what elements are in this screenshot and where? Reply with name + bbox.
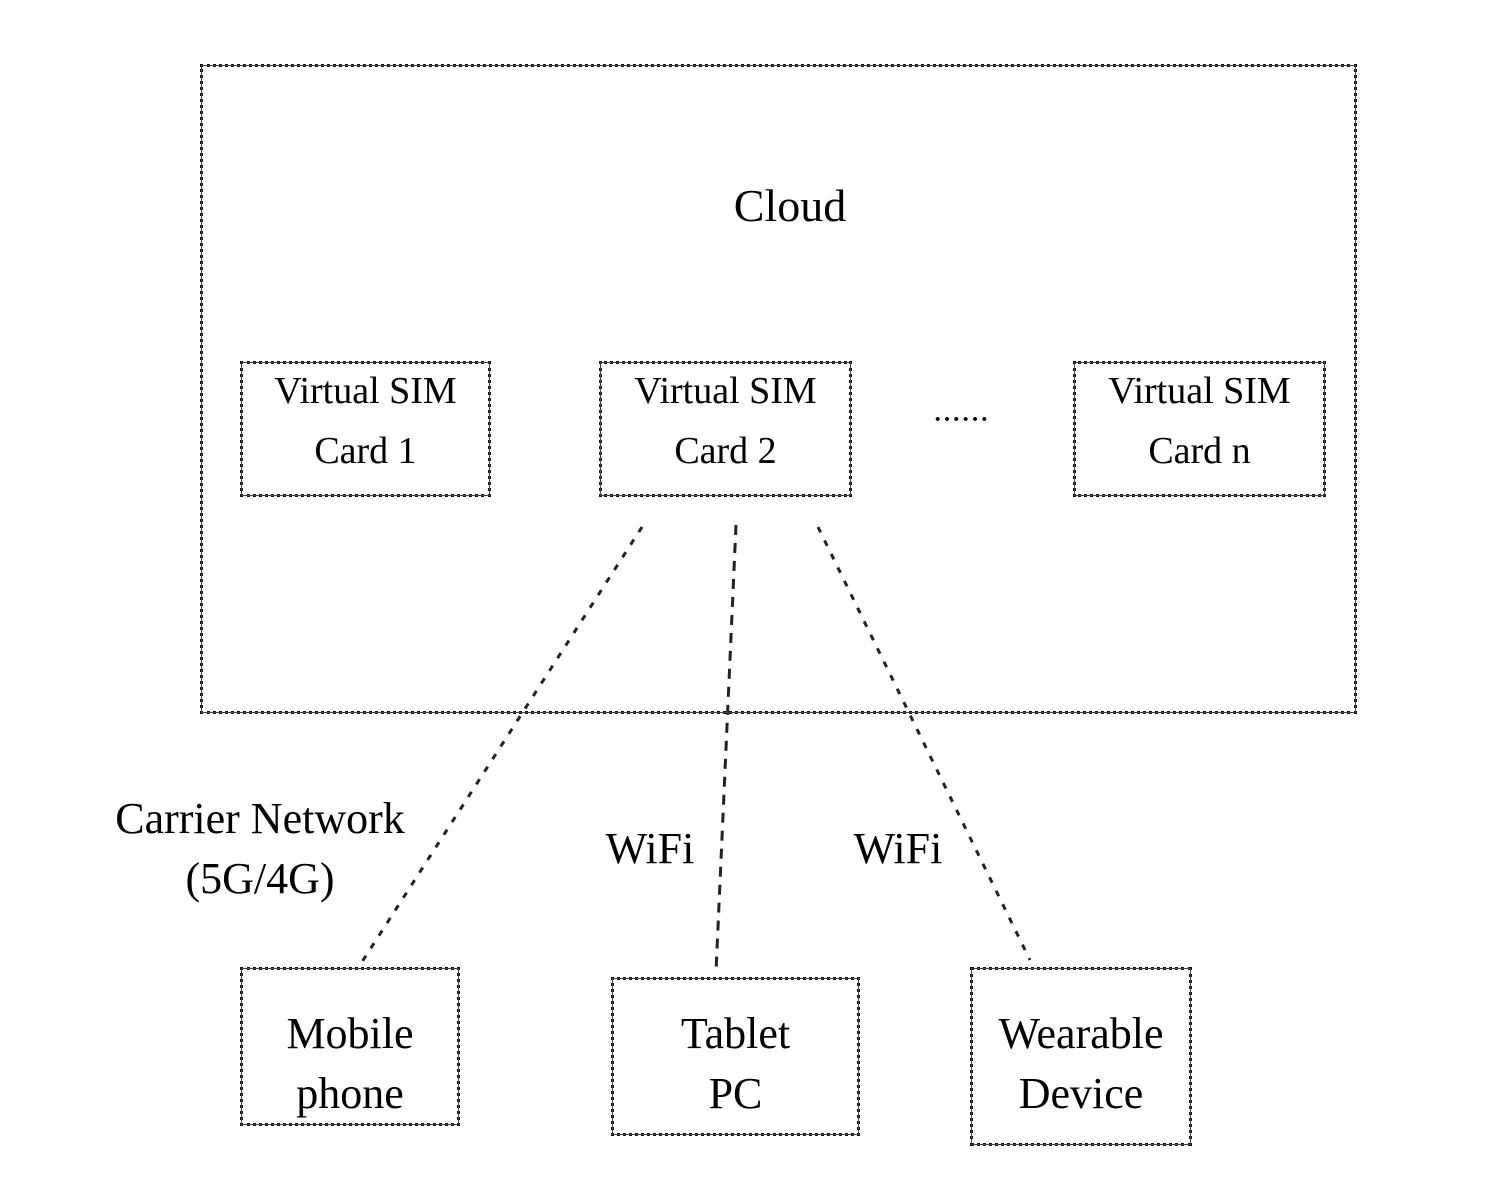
- virtual-sim-card-2-line1: Virtual SIM: [602, 372, 849, 410]
- device-mobile-phone: Mobile phone: [240, 967, 460, 1126]
- wifi-label-wearable: WiFi: [838, 827, 958, 871]
- cloud-label: Cloud: [700, 183, 880, 229]
- wifi-label-tablet: WiFi: [590, 827, 710, 871]
- virtual-sim-card-n-line2: Card n: [1076, 432, 1323, 470]
- device-tablet-pc-line2: PC: [614, 1072, 857, 1116]
- device-wearable-line1: Wearable: [973, 1012, 1189, 1056]
- device-wearable: Wearable Device: [970, 967, 1192, 1146]
- virtual-sim-card-1-line2: Card 1: [243, 432, 488, 470]
- virtual-sim-card-2: Virtual SIM Card 2: [599, 361, 852, 497]
- device-wearable-line2: Device: [973, 1072, 1189, 1116]
- virtual-sim-card-n: Virtual SIM Card n: [1073, 361, 1326, 497]
- virtual-sim-card-2-line2: Card 2: [602, 432, 849, 470]
- device-tablet-pc-line1: Tablet: [614, 1012, 857, 1056]
- device-tablet-pc: Tablet PC: [611, 977, 860, 1136]
- ellipsis-more-cards: ······: [915, 403, 1005, 437]
- carrier-network-generation-label: (5G/4G): [150, 857, 370, 901]
- virtual-sim-card-n-line1: Virtual SIM: [1076, 372, 1323, 410]
- virtual-sim-card-1-line1: Virtual SIM: [243, 372, 488, 410]
- device-mobile-phone-line1: Mobile: [243, 1012, 457, 1056]
- virtual-sim-card-1: Virtual SIM Card 1: [240, 361, 491, 497]
- carrier-network-label: Carrier Network: [100, 797, 420, 841]
- device-mobile-phone-line2: phone: [243, 1072, 457, 1116]
